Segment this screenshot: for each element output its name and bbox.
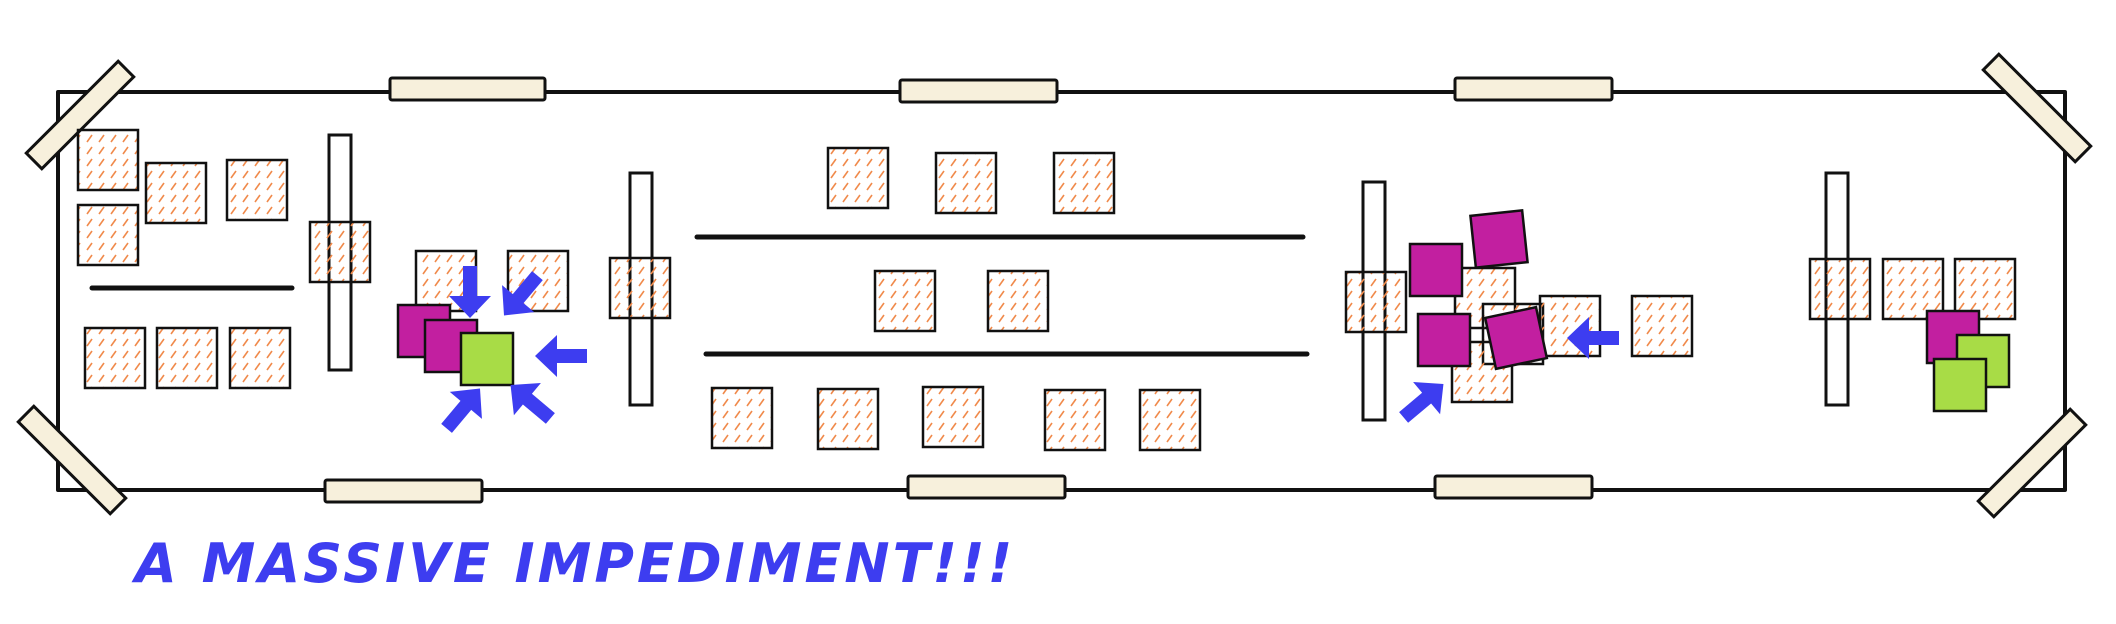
tape-top-3 [1453,76,1614,102]
impediment-card [1416,312,1472,368]
tape-top-2 [898,78,1059,104]
card [1881,257,1945,321]
card [1630,294,1694,358]
arrow-icon [1567,317,1619,359]
arrow-icon [510,383,555,424]
card [144,161,208,225]
card [1953,257,2017,321]
card [1043,388,1107,452]
card [1808,257,1872,321]
card [608,256,672,320]
card [155,326,219,390]
card [83,326,147,390]
tape-corner-br [1976,407,2088,519]
arrow-icon [449,266,491,318]
impediment-card [1469,209,1529,269]
card [986,269,1050,333]
card [228,326,292,390]
tape-corner-tr [1981,52,2093,164]
card [308,220,372,284]
tape-bottom-2 [906,474,1067,500]
tape-corner-bl [16,404,128,516]
board-frame [56,90,2067,492]
card [1344,270,1408,334]
arrow-icon [502,271,543,316]
card [1138,388,1202,452]
card [873,269,937,333]
card [934,151,998,215]
tape-bottom-3 [1433,474,1594,500]
card [1052,151,1116,215]
card [816,387,880,451]
card [76,128,140,192]
done-card [1932,357,1988,413]
tape-top-1 [388,76,547,102]
done-card [459,331,515,387]
swimlane-lines [89,234,1310,357]
done-cards [459,331,2011,413]
card [225,158,289,222]
impediment-card [1408,242,1464,298]
caption-text: A MASSIVE IMPEDIMENT!!! [135,532,1016,595]
card [710,386,774,450]
tape-bottom-1 [323,478,484,504]
card [76,203,140,267]
card [1538,294,1602,358]
arrow-icon [535,335,587,377]
card [826,146,890,210]
tape-corner-tl [24,59,136,171]
impediment-card [1483,305,1549,371]
arrow-icon [1399,382,1444,423]
card [921,385,985,449]
impediment-arrows [441,266,1619,433]
arrow-icon [441,388,482,433]
tape-strips [16,52,2093,519]
